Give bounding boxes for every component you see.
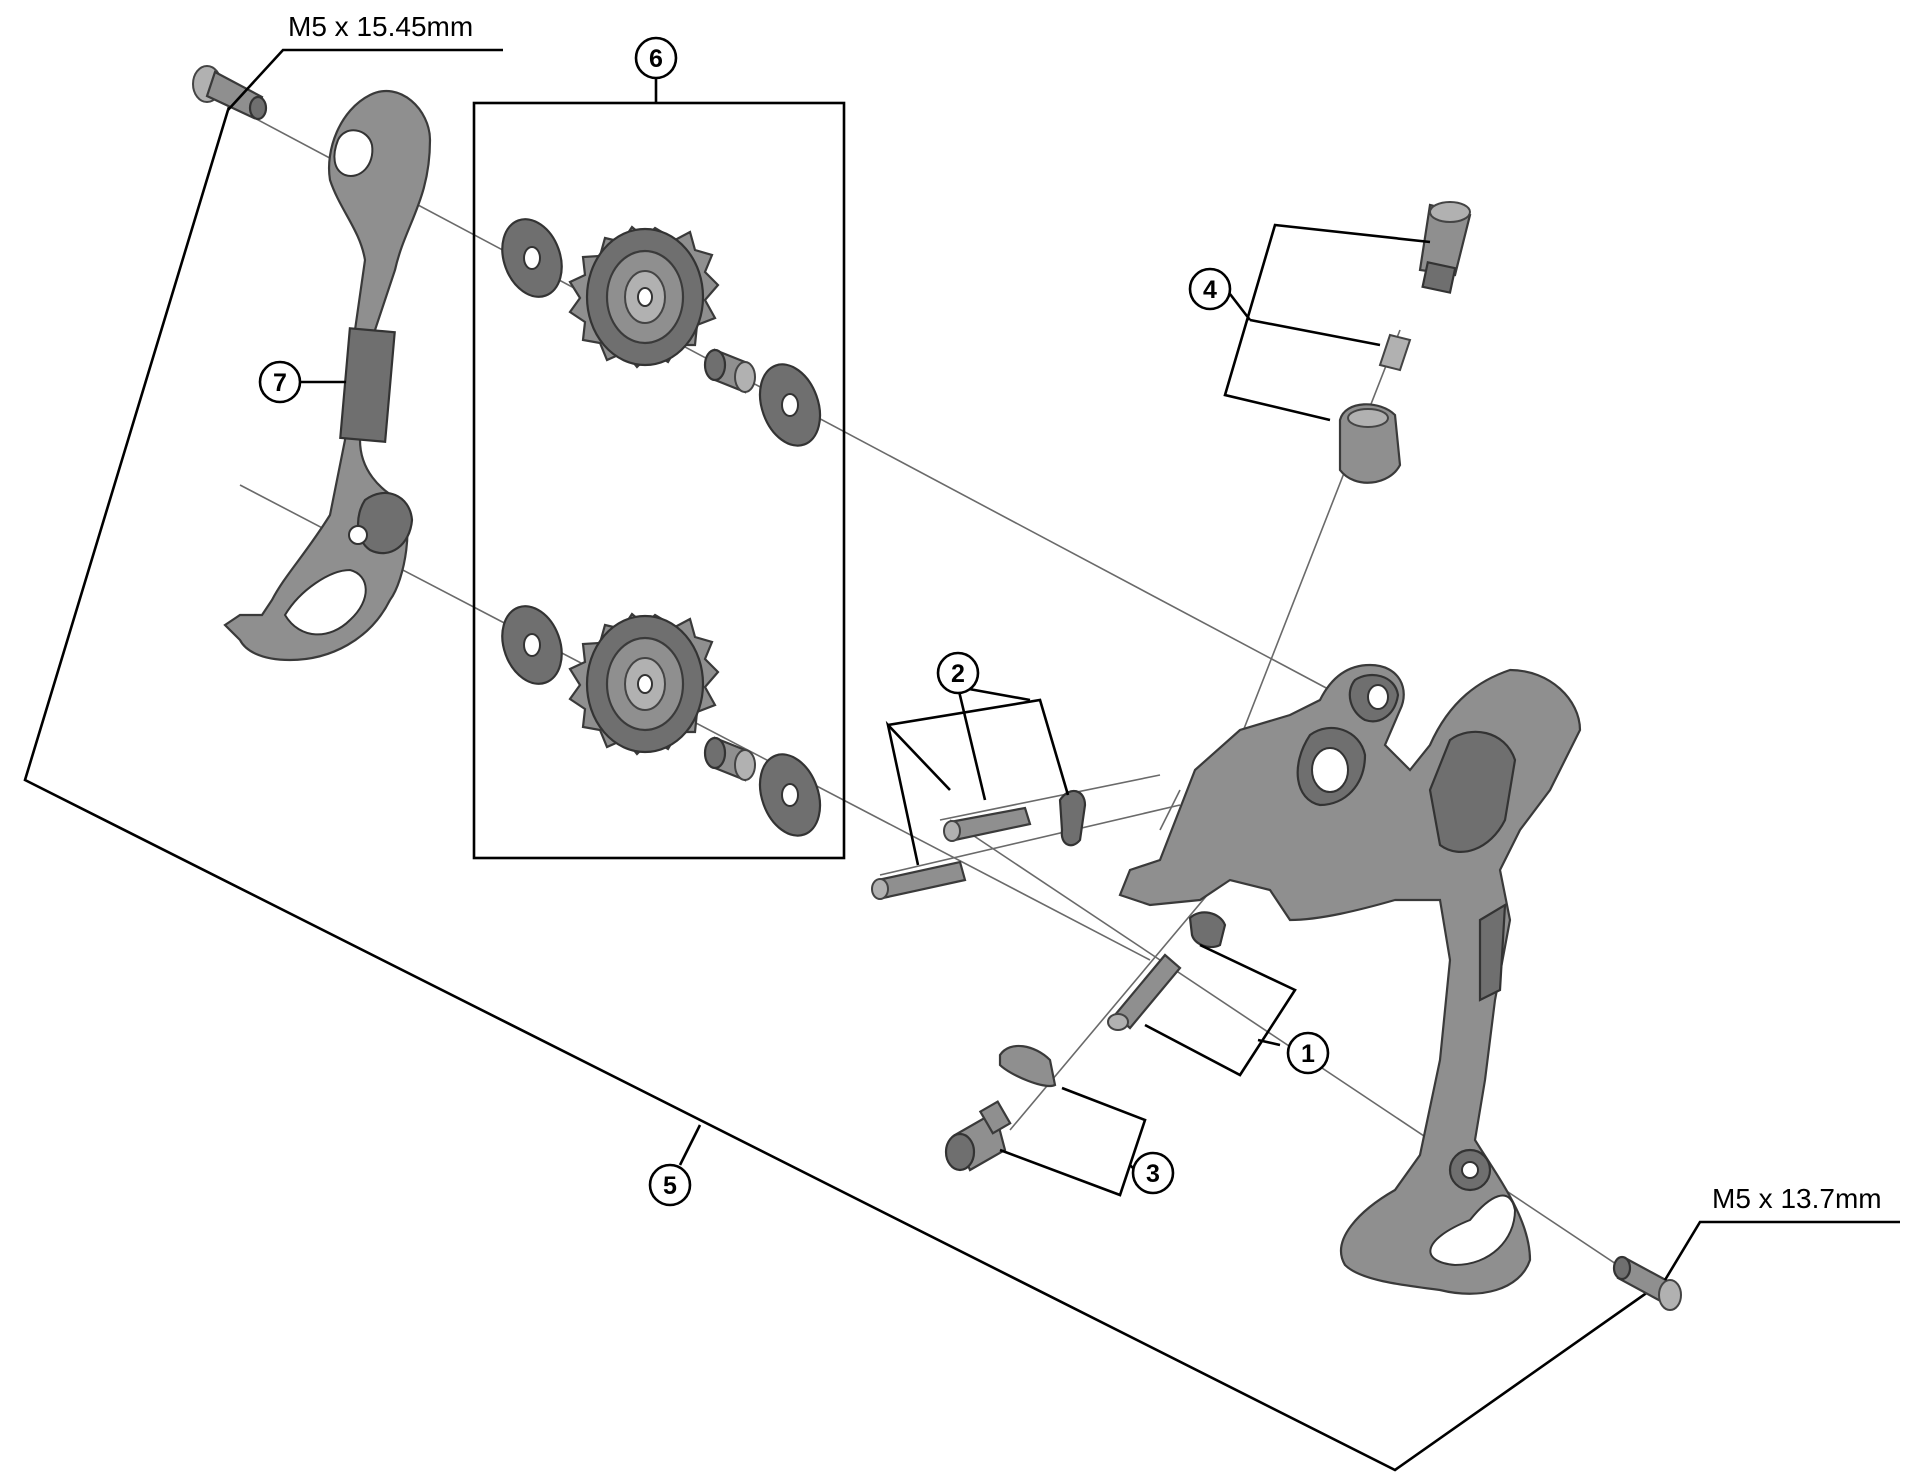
screw-label-bottom-right: M5 x 13.7mm (1712, 1183, 1882, 1214)
cable-adjuster (1338, 201, 1472, 484)
upper-bushing (703, 348, 756, 394)
upper-pulley (568, 225, 720, 369)
lower-pulley (568, 612, 720, 756)
callout-5-label: 5 (663, 1172, 677, 1200)
derailleur-body (1118, 663, 1582, 1295)
lower-washer-left (501, 605, 563, 685)
callout-1: 1 (1286, 1031, 1330, 1075)
lower-washer-right (758, 753, 822, 837)
callout-4: 4 (1188, 267, 1232, 311)
callout-7: 7 (258, 360, 302, 404)
screw-label-top-left: M5 x 15.45mm (288, 11, 473, 42)
bolt-set (944, 1044, 1057, 1172)
cage-plate (223, 89, 432, 662)
pin-set (871, 789, 1087, 900)
callout-2-label: 2 (951, 660, 965, 688)
callout-5: 5 (648, 1163, 692, 1207)
lower-bushing (703, 736, 756, 782)
leader-lines (227, 48, 1900, 1281)
callout-7-label: 7 (273, 369, 287, 397)
screw-top-left (192, 65, 268, 121)
upper-washer-right (758, 363, 822, 447)
callout-2: 2 (936, 651, 980, 695)
bracket-item-5 (23, 109, 1666, 1472)
adjust-screw-set (1107, 911, 1227, 1031)
callout-3: 3 (1131, 1151, 1175, 1195)
box-item-6 (472, 101, 846, 860)
callout-3-label: 3 (1146, 1160, 1160, 1188)
callout-4-label: 4 (1203, 276, 1217, 304)
screw-bottom-right (1612, 1255, 1682, 1311)
callout-6: 6 (634, 36, 678, 80)
upper-washer-left (501, 218, 563, 298)
callout-6-label: 6 (649, 45, 663, 73)
callout-1-label: 1 (1301, 1040, 1315, 1068)
